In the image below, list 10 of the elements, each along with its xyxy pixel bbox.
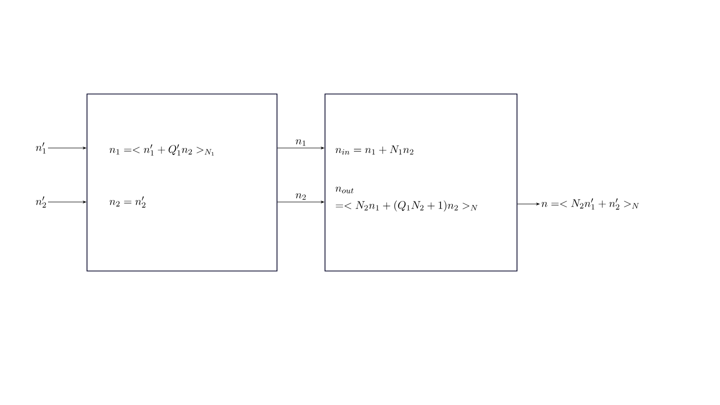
edge-label: $n_2$ <box>296 193 306 200</box>
formula: $n'_1$ <box>36 142 46 154</box>
formula: $=< N_2 n_1 + (Q_1 N_2 + 1) n_2 >_N$ <box>336 200 478 212</box>
formula: $n_{in} = n_1 + N_1 n_2$ <box>336 145 414 155</box>
formula: $n_2 = n'_2$ <box>110 196 146 208</box>
formula: $n =< N_2 n'_1 + n'_2 >_N$ <box>542 198 639 210</box>
formula: $n'_2$ <box>36 196 46 208</box>
edge-label: $n_1$ <box>296 139 306 146</box>
formula: $n_1 =< n'_1 + Q'_1 n_2 >_{N_1}$ <box>110 144 214 156</box>
formula: $n_{out}$ <box>336 186 354 194</box>
